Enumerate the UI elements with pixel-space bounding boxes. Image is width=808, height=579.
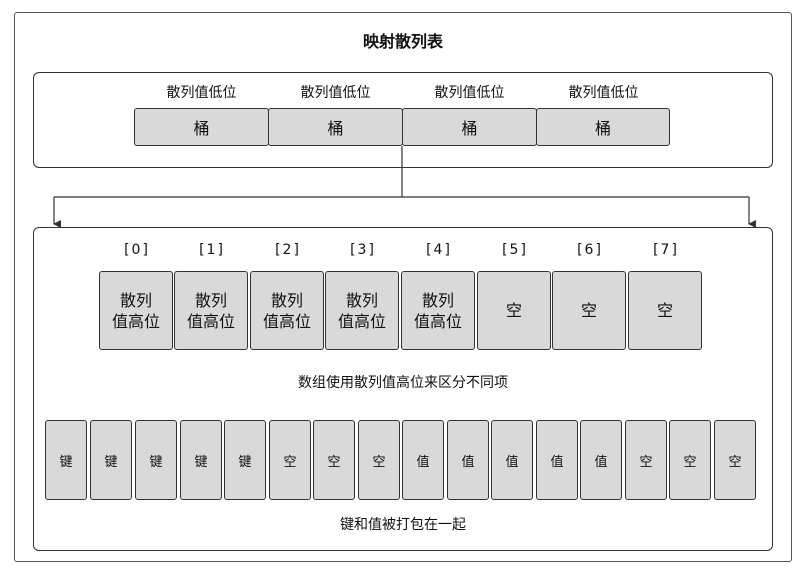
hash-cell-0: 散列 值高位 xyxy=(99,271,173,350)
hash-cell-5: 空 xyxy=(477,271,551,350)
kv-note: 键和值被打包在一起 xyxy=(340,517,466,533)
kv-cell-0: 键 xyxy=(45,420,87,500)
index-label-1: [1] xyxy=(199,242,225,258)
kv-cell-3: 键 xyxy=(180,420,222,500)
hash-cell-2-line1: 散列 xyxy=(270,290,303,310)
hash-cell-3-line1: 散列 xyxy=(345,290,378,310)
hash-cell-1: 散列 值高位 xyxy=(174,271,248,350)
bucket-1: 桶 xyxy=(268,108,403,146)
bucket-caption-2: 散列值低位 xyxy=(434,85,505,101)
hash-cell-6-line1: 空 xyxy=(580,301,597,320)
hash-cell-5-line1: 空 xyxy=(505,301,522,320)
index-label-4: [4] xyxy=(426,242,452,258)
hash-cell-1-line2: 值高位 xyxy=(186,311,235,331)
index-label-2: [2] xyxy=(275,242,301,258)
outer-frame xyxy=(14,12,792,562)
hash-cell-1-line1: 散列 xyxy=(194,290,227,310)
kv-cell-11: 值 xyxy=(536,420,578,500)
kv-cell-7: 空 xyxy=(358,420,400,500)
kv-cell-8: 值 xyxy=(402,420,444,500)
kv-cell-1: 键 xyxy=(90,420,132,500)
kv-cell-4: 键 xyxy=(224,420,266,500)
hash-cell-0-line1: 散列 xyxy=(119,290,152,310)
bucket-caption-3: 散列值低位 xyxy=(568,85,639,101)
index-label-5: [5] xyxy=(502,242,528,258)
hash-cell-7-line1: 空 xyxy=(656,301,673,320)
bucket-3: 桶 xyxy=(536,108,670,146)
kv-cell-15: 空 xyxy=(714,420,756,500)
kv-cell-14: 空 xyxy=(669,420,711,500)
kv-cell-2: 键 xyxy=(135,420,177,500)
kv-cell-12: 值 xyxy=(580,420,622,500)
hash-cell-2-line2: 值高位 xyxy=(262,311,311,331)
hash-cell-3-line2: 值高位 xyxy=(337,311,386,331)
kv-cell-5: 空 xyxy=(269,420,311,500)
hash-cell-4-line2: 值高位 xyxy=(413,311,462,331)
kv-cell-10: 值 xyxy=(491,420,533,500)
bucket-caption-0: 散列值低位 xyxy=(166,85,237,101)
hash-cell-7: 空 xyxy=(628,271,702,350)
diagram-title: 映射散列表 xyxy=(362,32,443,51)
hash-cell-4-line1: 散列 xyxy=(421,290,454,310)
hash-cell-0-line2: 值高位 xyxy=(111,311,160,331)
kv-cell-13: 空 xyxy=(625,420,667,500)
hash-cell-4: 散列 值高位 xyxy=(401,271,475,350)
hash-cell-3: 散列 值高位 xyxy=(325,271,399,350)
hash-cell-6: 空 xyxy=(552,271,626,350)
bucket-2: 桶 xyxy=(402,108,537,146)
index-label-7: [7] xyxy=(653,242,679,258)
index-label-3: [3] xyxy=(350,242,376,258)
index-label-6: [6] xyxy=(577,242,603,258)
kv-cell-6: 空 xyxy=(313,420,355,500)
index-label-0: [0] xyxy=(124,242,150,258)
array-note: 数组使用散列值高位来区分不同项 xyxy=(298,375,508,391)
kv-cell-9: 值 xyxy=(447,420,489,500)
bucket-caption-1: 散列值低位 xyxy=(300,85,371,101)
hash-cell-2: 散列 值高位 xyxy=(250,271,324,350)
